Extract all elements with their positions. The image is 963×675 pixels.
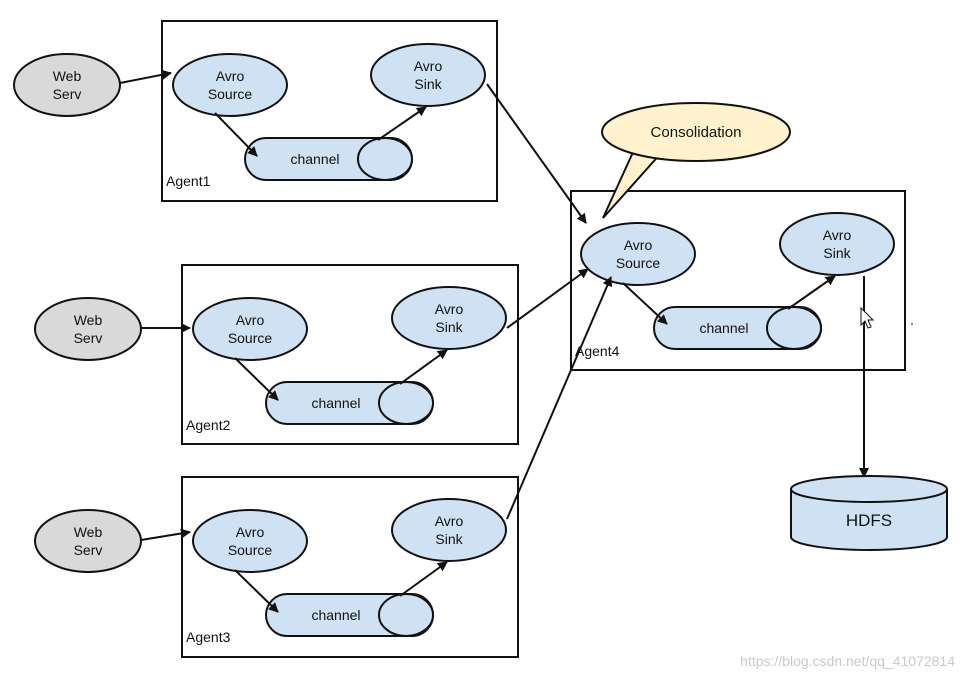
arrow-web1-to-source1 (119, 69, 172, 84)
hdfs-store: HDFS (790, 276, 948, 551)
agent4-label: Agent4 (575, 343, 620, 359)
web-serv-2-node (34, 297, 142, 361)
agent1-source-label-2: Source (208, 86, 253, 102)
agent1-label: Agent1 (166, 173, 211, 189)
agent2-source-label-1: Avro (236, 312, 265, 328)
agent3-sink-label-2: Sink (435, 531, 463, 547)
agent1-channel-label: channel (290, 151, 339, 167)
agent4-channel-cap (766, 306, 822, 350)
callout-join (635, 148, 663, 154)
web-serv-1-label-1: Web (53, 68, 82, 84)
agent4-source-label-2: Source (616, 255, 661, 271)
web-serv-3-node (34, 509, 142, 573)
agent3-source-label-1: Avro (236, 524, 265, 540)
agent1-sink-label-2: Sink (414, 76, 442, 92)
callout-pointer (602, 148, 665, 219)
agent2-channel-label: channel (311, 395, 360, 411)
agent3-label: Agent3 (186, 629, 231, 645)
stray-dot (911, 323, 913, 325)
arrow-channel4-to-sink4 (787, 275, 836, 310)
arrow-channel3-to-sink3 (399, 561, 448, 597)
agent3-source-node (192, 509, 308, 573)
watermark: https://blog.csdn.net/qq_41072814 (740, 653, 955, 669)
arrow-channel2-to-sink2 (399, 349, 448, 385)
agent2-channel-cap (378, 381, 434, 425)
agent3-channel-cap (378, 593, 434, 637)
agent2-sink-label-1: Avro (435, 301, 464, 317)
agent2-source-node (192, 297, 308, 361)
agent2-group: Agent2 Avro Source Avro Sink channel Web… (34, 264, 519, 445)
web-serv-3-label-1: Web (74, 524, 103, 540)
agent1-sink-label-1: Avro (414, 58, 443, 74)
agent4-source-label-1: Avro (624, 237, 653, 253)
arrow-sink2-to-source4 (506, 268, 589, 329)
agent3-source-label-2: Source (228, 542, 273, 558)
agent4-sink-label-2: Sink (823, 245, 851, 261)
agent2-sink-node (391, 286, 507, 350)
web-serv-1-node (13, 53, 121, 117)
web-serv-2-label-2: Serv (74, 330, 103, 346)
agent1-group: Agent1 Avro Source Avro Sink channel Web… (13, 20, 498, 202)
agent1-sink-node (370, 43, 486, 107)
consolidation-callout: Consolidation (601, 102, 791, 219)
arrow-channel1-to-sink1 (377, 106, 427, 141)
agent3-sink-label-1: Avro (435, 513, 464, 529)
agent4-sink-node (779, 212, 895, 276)
agent3-box (181, 476, 519, 658)
arrow-source4-to-channel4 (622, 282, 668, 325)
agent2-source-label-2: Source (228, 330, 273, 346)
agent4-channel-label: channel (699, 320, 748, 336)
arrow-sink3-to-source4 (506, 276, 613, 520)
arrow-source2-to-channel2 (234, 357, 279, 401)
agent1-source-label-1: Avro (216, 68, 245, 84)
agent4-sink-label-1: Avro (823, 227, 852, 243)
hdfs-cylinder-body (790, 489, 948, 551)
arrow-source1-to-channel1 (214, 112, 258, 157)
arrow-web3-to-source3 (140, 528, 191, 541)
hdfs-cylinder-top (790, 475, 948, 503)
agent2-label: Agent2 (186, 417, 231, 433)
web-serv-3-label-2: Serv (74, 542, 103, 558)
agent3-sink-node (391, 498, 507, 562)
agent2-box (181, 264, 519, 445)
agent4-group: Agent4 Avro Source Avro Sink channel (570, 190, 906, 371)
web-serv-2-label-1: Web (74, 312, 103, 328)
mouse-cursor-icon (860, 306, 875, 329)
agent3-group: Agent3 Avro Source Avro Sink channel Web… (34, 476, 519, 658)
hdfs-label: HDFS (846, 511, 892, 530)
callout-label: Consolidation (651, 124, 742, 141)
agent4-source-node (580, 222, 696, 286)
agent1-channel-cap (357, 137, 413, 181)
agent2-sink-label-2: Sink (435, 319, 463, 335)
web-serv-1-label-2: Serv (53, 86, 82, 102)
agent1-box (161, 20, 498, 202)
agent3-channel-label: channel (311, 607, 360, 623)
arrow-sink1-to-source4 (486, 83, 587, 224)
callout-bubble (601, 102, 791, 162)
agent1-source-node (172, 53, 288, 117)
arrow-source3-to-channel3 (234, 569, 279, 613)
